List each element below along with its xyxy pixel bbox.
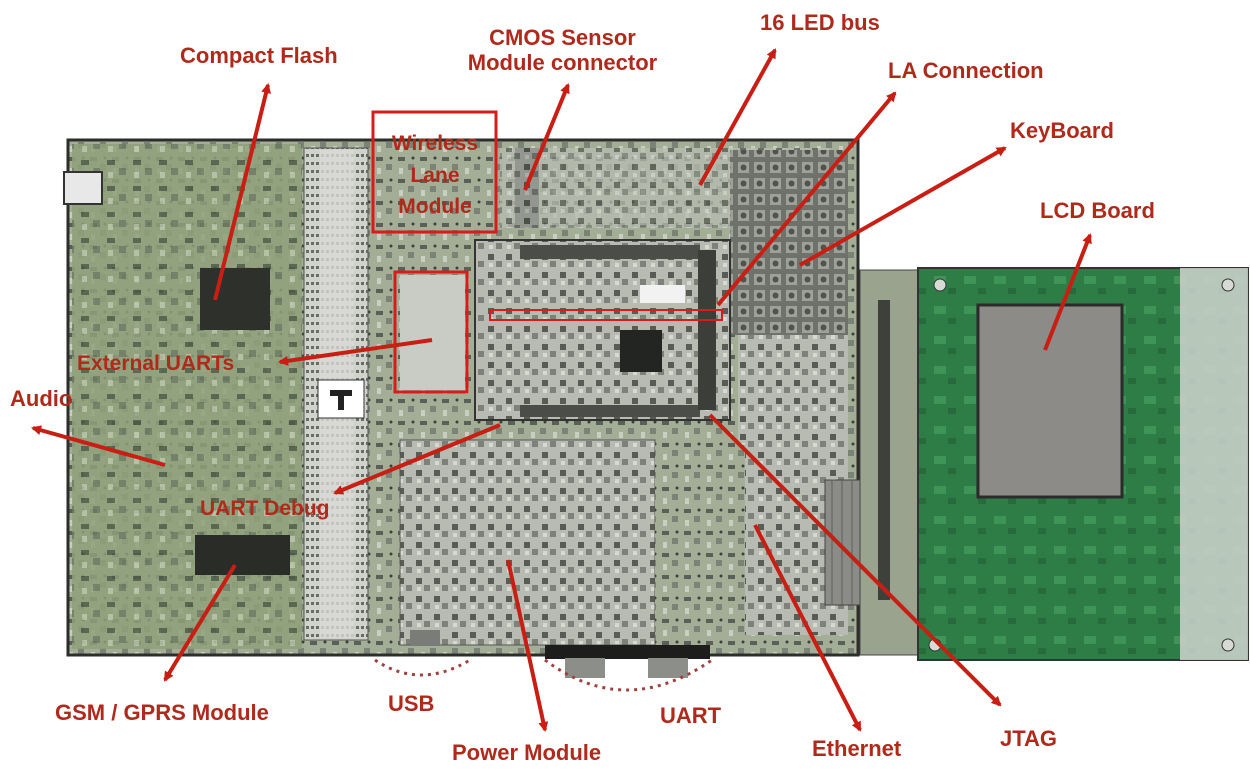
label-uart-debug: UART Debug (200, 497, 330, 520)
label-la-connection: LA Connection (888, 58, 1044, 83)
label-led-bus: 16 LED bus (760, 10, 880, 35)
wireless-module-box (371, 110, 498, 234)
gsm-module-slot (195, 535, 290, 575)
la-connection-box (489, 309, 723, 321)
power-module (399, 439, 656, 646)
lcd-board-right-edge (1180, 268, 1248, 660)
label-usb: USB (388, 691, 435, 716)
label-audio: Audio (10, 386, 73, 411)
lcd-mount-hole (1221, 638, 1235, 652)
lcd-mount-hole (933, 278, 947, 292)
cpu-chip (620, 330, 662, 372)
lcd-mount-hole (1221, 278, 1235, 292)
arrow-uart-debug (333, 423, 501, 495)
uart-port-right (648, 658, 688, 678)
uart-dotted-curve (544, 658, 713, 692)
arrow-led-bus (698, 48, 777, 186)
label-cmos-line1: CMOS Sensor (489, 25, 636, 50)
usb-dotted-curve (374, 658, 471, 677)
label-external-uarts: External UARTs (77, 352, 235, 375)
lcd-board-header (878, 300, 890, 600)
label-ethernet: Ethernet (812, 736, 902, 761)
uart-chip-area (400, 275, 465, 390)
arrow-compact-flash (213, 83, 271, 301)
label-wireless-line3: Module (398, 195, 472, 218)
uart-connectors (545, 645, 710, 659)
arrow-la-connection (716, 91, 897, 307)
arrow-keyboard (799, 146, 1007, 267)
keyboard-area (730, 150, 848, 335)
label-cmos-sensor: CMOS Sensor Module connector (445, 25, 680, 76)
cpu-label (640, 285, 685, 303)
uart-port-left (565, 658, 605, 678)
arrow-external-uarts (278, 338, 433, 366)
arrow-cmos (523, 83, 570, 191)
cpu-module-bottom-header (520, 405, 700, 417)
arrow-audio (31, 425, 166, 467)
label-jtag: JTAG (1000, 726, 1058, 751)
label-wireless-line2: Lane (410, 163, 460, 187)
label-power-module: Power Module (452, 740, 602, 765)
label-lcd-board: LCD Board (1040, 198, 1155, 223)
arrow-gsm (163, 563, 237, 682)
label-compact-flash: Compact Flash (180, 43, 338, 68)
connector-clip-mark (330, 390, 352, 410)
label-wireless-module: Wireless Lane Module (375, 128, 495, 223)
arrow-lcd-board (1043, 233, 1092, 351)
label-gsm-gprs: GSM / GPRS Module (55, 700, 269, 725)
cpu-module (474, 239, 731, 421)
arrow-power-module (506, 559, 549, 732)
usb-socket (63, 171, 103, 205)
cpu-side-header (698, 250, 716, 410)
arrow-ethernet (753, 524, 862, 732)
compact-flash-slot (200, 268, 270, 330)
usb-port (410, 630, 440, 646)
external-uart-box (393, 270, 469, 394)
label-uart: UART (660, 703, 722, 728)
cpu-module-top-header (520, 245, 700, 259)
label-wireless-line1: Wireless (391, 132, 479, 155)
label-keyboard: KeyBoard (1010, 118, 1114, 143)
arrow-jtag (708, 413, 1002, 707)
label-cmos-line2: Module connector (467, 50, 658, 76)
pointer-arrows (31, 48, 1092, 732)
ethernet-area (655, 445, 745, 635)
